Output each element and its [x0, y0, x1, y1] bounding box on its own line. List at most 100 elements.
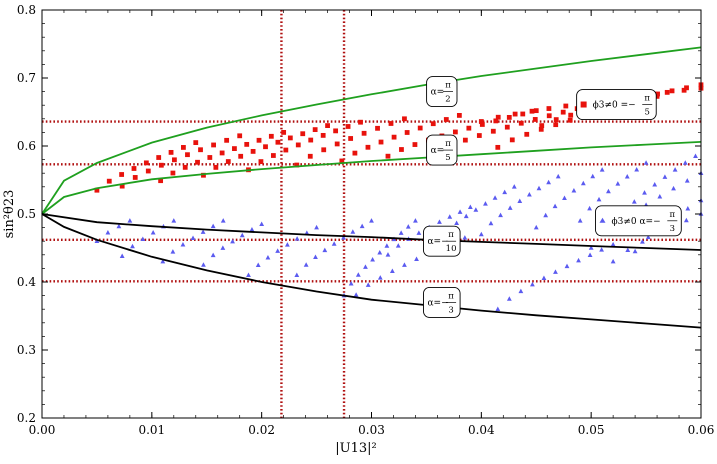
red-square-point: [225, 159, 231, 164]
y-tick-label: 0.3: [17, 343, 36, 357]
blue-triangle-point: [683, 217, 689, 223]
red-square-point: [207, 155, 213, 160]
red-square-point: [443, 117, 449, 122]
blue-triangle-point: [588, 245, 594, 250]
blue-triangle-point: [150, 229, 156, 235]
fraction-numerator: π: [644, 94, 650, 104]
blue-triangle-point: [462, 235, 468, 240]
blue-triangle-point: [402, 262, 407, 267]
red-square-point: [417, 125, 423, 131]
curve-line: [41, 213, 702, 251]
blue-triangle-point: [370, 256, 375, 262]
curve-line: [41, 141, 702, 215]
legend-triangle-marker: [599, 217, 606, 223]
blue-triangle-point: [652, 181, 658, 187]
red-square-point: [321, 147, 327, 153]
red-square-point: [361, 130, 367, 136]
red-square-point: [131, 166, 137, 171]
red-square-point: [553, 117, 559, 123]
red-square-point: [568, 112, 574, 118]
red-square-point: [399, 147, 404, 152]
red-square-point: [237, 133, 243, 139]
blue-triangle-point: [553, 269, 558, 274]
blue-triangle-point: [303, 262, 309, 267]
label-box: [426, 134, 458, 166]
blue-triangle-point: [259, 221, 265, 226]
red-square-point: [268, 133, 274, 139]
red-square-point: [681, 87, 687, 93]
fraction-denominator: 10: [446, 244, 457, 254]
blue-triangle-point: [606, 188, 611, 194]
blue-triangle-point: [576, 257, 581, 263]
red-square-point: [509, 137, 515, 143]
x-tick-label: 0.00: [29, 423, 56, 437]
curve-label: α=π5: [426, 134, 458, 166]
red-square-point: [158, 162, 164, 168]
red-square-point: [295, 142, 301, 148]
red-square-point: [244, 141, 250, 147]
blue-triangle-point: [624, 173, 630, 179]
red-square-point: [275, 139, 281, 145]
y-tick-label: 0.2: [17, 411, 36, 425]
legend-square-marker: [580, 101, 587, 108]
blue-triangle-point: [533, 224, 539, 230]
blue-triangle-point: [596, 196, 602, 202]
red-square-point: [518, 120, 524, 126]
red-square-point: [185, 152, 190, 158]
red-square-point: [201, 172, 206, 178]
red-square-point: [524, 131, 530, 137]
blue-triangle-point: [389, 268, 395, 274]
blue-triangle-point: [517, 198, 523, 204]
blue-triangle-point: [405, 224, 411, 229]
blue-triangle-point: [116, 223, 122, 229]
red-square-point: [533, 108, 539, 114]
blue-triangle-point: [353, 292, 359, 297]
blue-triangle-point: [463, 213, 469, 219]
label-box: [423, 225, 461, 257]
blue-triangle-point: [94, 238, 100, 243]
blue-triangle-point: [577, 218, 583, 223]
red-square-point: [333, 128, 339, 134]
red-square-point: [478, 119, 484, 124]
blue-triangle-point: [662, 174, 668, 179]
red-square-point: [325, 123, 330, 128]
blue-triangle-point: [530, 281, 535, 287]
red-square-point: [456, 113, 462, 118]
blue-triangle-point: [395, 243, 401, 248]
red-square-point: [520, 111, 526, 117]
blue-triangle-point: [210, 223, 216, 229]
blue-triangle-point: [365, 282, 371, 287]
blue-triangle-point: [398, 230, 404, 235]
x-tick-label: 0.03: [358, 423, 385, 437]
blue-triangle-point: [478, 231, 484, 237]
fraction-numerator: π: [448, 291, 454, 301]
red-square-point: [339, 158, 345, 164]
x-axis-label: |U13|²: [335, 441, 376, 456]
red-square-point: [198, 147, 203, 153]
blue-triangle-point: [492, 195, 498, 200]
curve-line: [41, 213, 702, 329]
blue-triangle-point: [369, 218, 374, 223]
label-prefix: α=−: [427, 298, 448, 308]
blue-triangle-point: [255, 262, 261, 267]
blue-triangle-point: [265, 255, 271, 260]
red-square-point: [352, 150, 358, 156]
blue-triangle-point: [350, 229, 356, 234]
red-square-point: [224, 137, 230, 143]
blue-triangle-point: [645, 234, 651, 240]
blue-triangle-point: [359, 223, 365, 229]
red-square-point: [182, 164, 188, 170]
red-square-point: [385, 153, 391, 159]
red-square-point: [546, 113, 552, 119]
blue-triangle-point: [313, 254, 318, 260]
red-square-point: [358, 119, 363, 125]
blue-triangle-point: [467, 204, 473, 209]
blue-triangle-point: [552, 203, 558, 209]
x-tick-label: 0.01: [138, 423, 165, 437]
red-square-point: [506, 114, 512, 120]
blue-triangle-point: [643, 160, 649, 165]
blue-triangle-point: [640, 239, 645, 244]
blue-triangle-point: [385, 252, 391, 257]
